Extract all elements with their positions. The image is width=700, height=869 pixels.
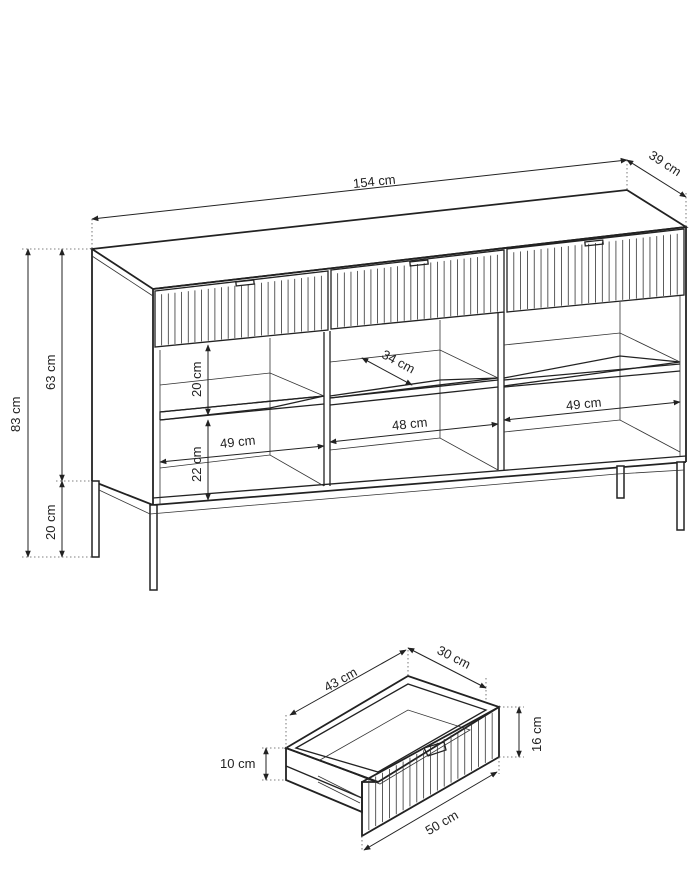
drawer-length-label: 43 cm — [321, 664, 359, 694]
drawer-handle — [235, 279, 255, 287]
shelf-spacing-upper-label: 20 cm — [189, 362, 204, 397]
legs — [91, 461, 685, 591]
drawer-box-height-label: 10 cm — [220, 756, 255, 771]
total-height-label: 83 cm — [8, 397, 23, 432]
middle-compartment-width-label: 48 cm — [391, 414, 428, 433]
drawer-depth-label: 30 cm — [435, 642, 473, 671]
depth-label: 39 cm — [646, 147, 684, 179]
left-compartment-width-label: 49 cm — [219, 432, 256, 451]
dimension-lines — [22, 157, 687, 558]
leg-height-label: 20 cm — [43, 505, 58, 540]
open-compartments — [159, 296, 681, 505]
shelf-depth-label: 34 cm — [379, 347, 417, 377]
body-height-label: 63 cm — [43, 355, 58, 390]
drawer-detail — [262, 647, 524, 852]
width-label: 154 cm — [352, 172, 396, 191]
right-compartment-width-label: 49 cm — [565, 394, 602, 413]
drawer-handle — [584, 239, 604, 247]
drawer-handle — [409, 259, 429, 267]
shelf-spacing-lower-label: 22 cm — [189, 447, 204, 482]
drawer-row — [154, 228, 685, 348]
drawer-front-height-label: 16 cm — [529, 717, 544, 752]
